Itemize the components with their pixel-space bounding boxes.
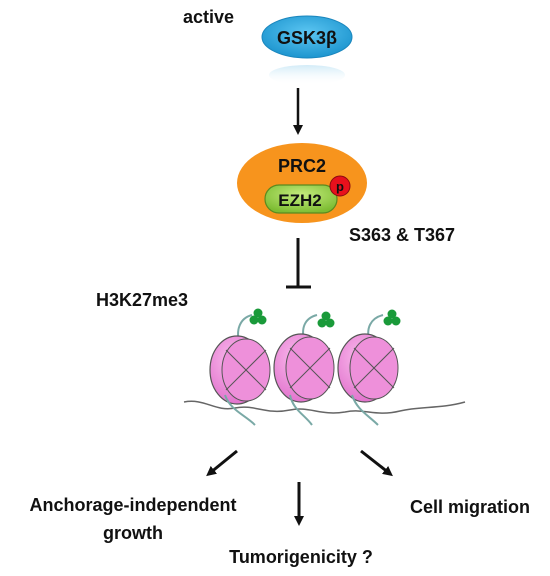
phospho-label: p — [336, 179, 344, 194]
prc2-label: PRC2 — [278, 156, 326, 176]
nucleosome-1 — [209, 308, 271, 426]
nucleosome-2 — [273, 311, 335, 426]
methyl-mark-3 — [383, 309, 401, 326]
gsk3b-label: GSK3β — [277, 28, 337, 48]
gsk3b-ellipse — [261, 15, 353, 59]
ezh2-pill — [264, 184, 338, 214]
h3k27me3-label: H3K27me3 — [96, 290, 188, 310]
arrow-to-migration — [360, 449, 393, 477]
anchorage-label-line1: Anchorage-independent — [29, 495, 236, 515]
dna-strand — [183, 400, 466, 414]
tumorigenicity-label: Tumorigenicity ? — [229, 547, 373, 567]
anchorage-label-line2: growth — [103, 523, 163, 543]
phospho-circle — [329, 175, 351, 197]
cell-migration-label: Cell migration — [410, 497, 530, 517]
arrow-to-anchorage — [206, 449, 238, 477]
nucleosome-3 — [337, 309, 401, 426]
methyl-mark-1 — [249, 308, 267, 325]
prc2-complex: PRC2 EZH2 p — [237, 143, 367, 223]
gsk3b-node: GSK3β — [261, 15, 353, 85]
sites-label: S363 & T367 — [349, 225, 455, 245]
methyl-mark-2 — [317, 311, 335, 328]
ezh2-label: EZH2 — [278, 191, 321, 210]
inhibition-symbol — [286, 238, 311, 289]
active-label: active — [183, 7, 234, 27]
gsk3b-reflection — [269, 65, 345, 85]
